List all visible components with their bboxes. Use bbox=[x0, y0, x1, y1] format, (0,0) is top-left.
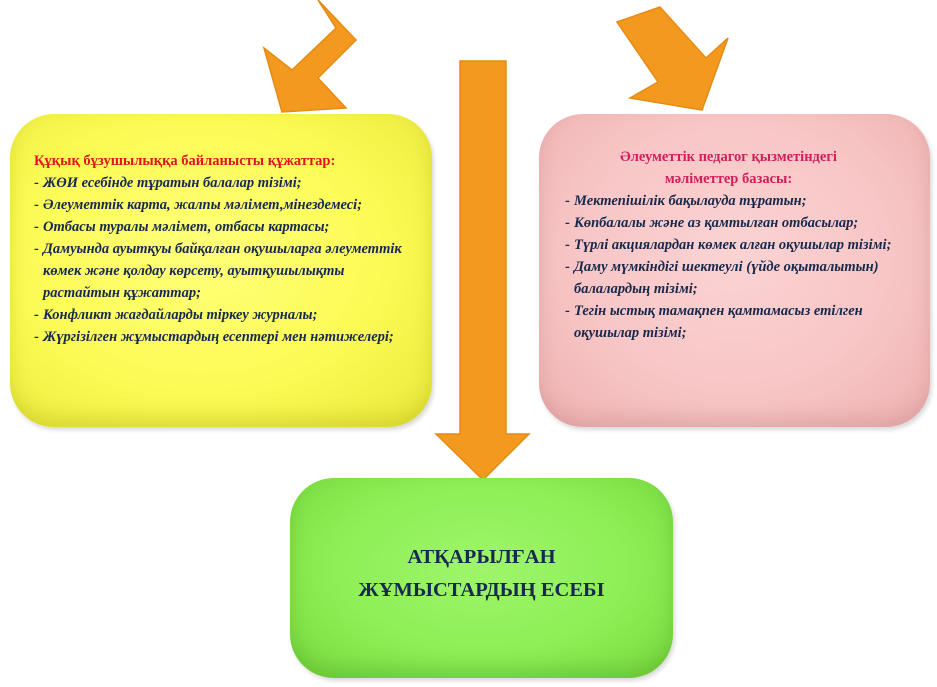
list-item: Отбасы туралы мәлімет, отбасы картасы; bbox=[34, 216, 422, 238]
right-box-heading-line1: Әлеуметтік педагог қызметіндегі bbox=[620, 149, 837, 165]
bottom-box-report: АТҚАРЫЛҒАН ЖҰМЫСТАРДЫҢ ЕСЕБІ bbox=[290, 478, 673, 678]
list-item: Конфликт жағдайларды тіркеу журналы; bbox=[34, 304, 422, 326]
left-box-list: ЖӨИ есебінде тұратын балалар тізімі; Әле… bbox=[34, 172, 422, 348]
list-item: Көпбалалы және аз қамтылған отбасылар; bbox=[565, 212, 922, 234]
right-box-database: Әлеуметтік педагог қызметіндегі мәліметт… bbox=[539, 114, 930, 427]
list-item: Түрлі акциялардан көмек алған оқушылар т… bbox=[565, 234, 922, 256]
right-box-heading-line2: мәліметтер базасы: bbox=[664, 171, 793, 187]
list-item: Дамуында ауытқуы байқалған оқушыларға әл… bbox=[34, 238, 422, 304]
arrow-top-right-icon bbox=[615, 6, 729, 111]
bottom-box-title-line1: АТҚАРЫЛҒАН bbox=[407, 546, 556, 568]
list-item: ЖӨИ есебінде тұратын балалар тізімі; bbox=[34, 172, 422, 194]
list-item: Даму мүмкіндігі шектеулі (үйде оқыталыты… bbox=[565, 256, 922, 300]
bottom-box-title-line2: ЖҰМЫСТАРДЫҢ ЕСЕБІ bbox=[358, 579, 605, 601]
left-box-legal-documents: Құқық бұзушылыққа байланысты құжаттар: Ж… bbox=[10, 114, 432, 427]
right-box-heading: Әлеуметтік педагог қызметіндегі мәліметт… bbox=[565, 146, 922, 190]
list-item: Мектепішілік бақылауда тұратын; bbox=[565, 190, 922, 212]
arrow-top-left-icon bbox=[262, 0, 358, 113]
bottom-box-title: АТҚАРЫЛҒАН ЖҰМЫСТАРДЫҢ ЕСЕБІ bbox=[358, 541, 604, 607]
arrow-center-down-icon bbox=[434, 60, 531, 482]
right-box-list: Мектепішілік бақылауда тұратын; Көпбалал… bbox=[565, 190, 922, 344]
list-item: Әлеуметтік карта, жалпы мәлімет,мінездем… bbox=[34, 194, 422, 216]
list-item: Жүргізілген жұмыстардың есептері мен нәт… bbox=[34, 326, 422, 348]
list-item: Тегін ыстық тамақпен қамтамасыз етілген … bbox=[565, 300, 922, 344]
left-box-heading: Құқық бұзушылыққа байланысты құжаттар: bbox=[34, 153, 336, 169]
